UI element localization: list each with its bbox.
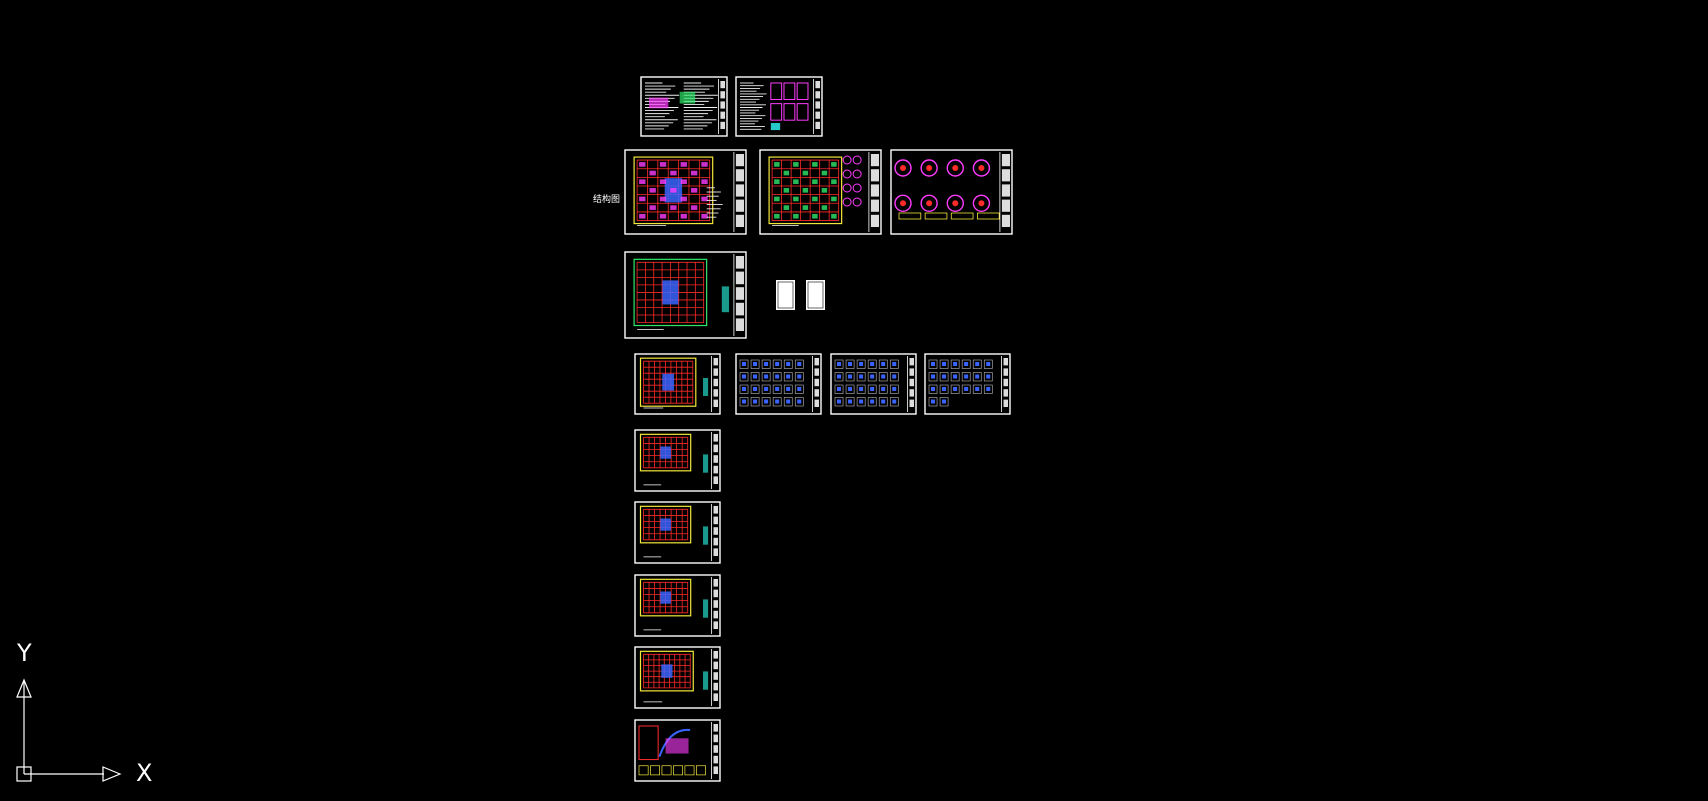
ucs-icon <box>16 678 122 782</box>
sheet-beam-sections-3[interactable] <box>924 353 1011 415</box>
sheet-side-label: 结构图 <box>593 195 621 205</box>
sheet-foundation-plan[interactable] <box>624 149 747 235</box>
sheet-blank-2[interactable] <box>806 280 825 310</box>
ucs-y-label: Y <box>17 639 32 667</box>
ucs-x-arrow-icon <box>102 766 122 782</box>
sheet-beam-sections-1[interactable] <box>735 353 822 415</box>
sheet-pile-plan[interactable] <box>759 149 882 235</box>
sheet-beam-sections-2[interactable] <box>830 353 917 415</box>
drawing-sheets <box>624 76 1013 782</box>
sheet-floor-plan-2[interactable] <box>634 429 721 492</box>
sheet-pile-details[interactable] <box>890 149 1013 235</box>
sheet-floor-plan-1[interactable] <box>634 353 721 415</box>
sheet-roof-plan[interactable] <box>624 251 747 339</box>
sheet-blank-1[interactable] <box>776 280 795 310</box>
sheet-design-notes-2[interactable] <box>735 76 823 137</box>
sheet-design-notes-1[interactable] <box>640 76 728 137</box>
sheet-floor-plan-5[interactable] <box>634 646 721 709</box>
sheet-floor-plan-4[interactable] <box>634 574 721 637</box>
ucs-y-arrow-icon <box>16 678 32 698</box>
sheet-stair-details[interactable] <box>634 719 721 782</box>
ucs-x-label: X <box>136 759 153 787</box>
ucs-origin-square-icon <box>16 766 32 782</box>
sheet-floor-plan-3[interactable] <box>634 501 721 564</box>
